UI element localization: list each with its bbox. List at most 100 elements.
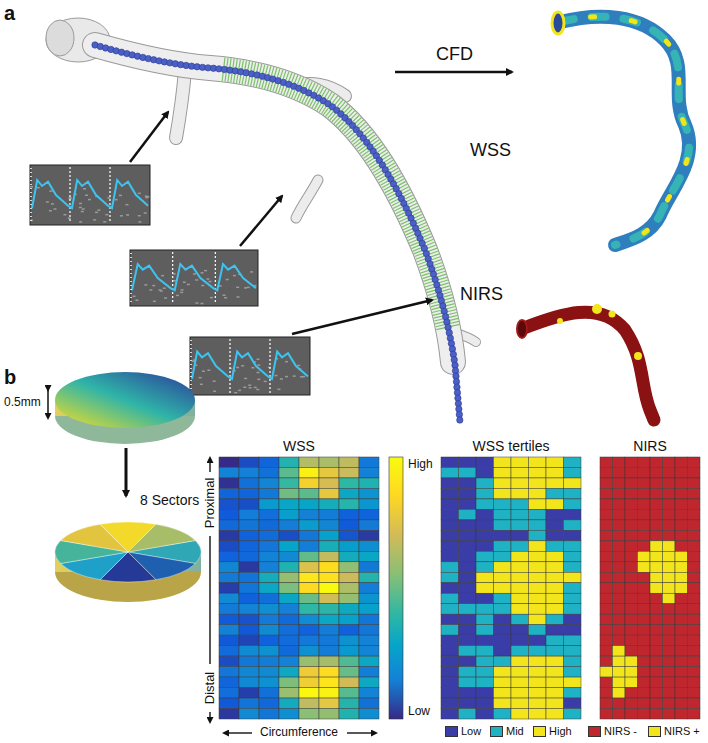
speckle [254, 387, 257, 389]
nirs-cell [625, 709, 638, 719]
wss-cell [339, 709, 359, 719]
wss-cell [339, 583, 359, 593]
wss-cell [319, 530, 339, 540]
wss-cell [259, 478, 279, 488]
nirs-cell [675, 614, 688, 624]
tertile-cell [529, 593, 547, 603]
nirs-cell [613, 478, 626, 488]
axis-label: Proximal [203, 478, 218, 529]
axis-label: Distal [203, 672, 218, 705]
nirs-cell [675, 488, 688, 498]
nirs-cell [638, 698, 651, 708]
speckle [97, 209, 100, 211]
tertile-cell [441, 604, 459, 614]
mesh-ring [376, 165, 397, 177]
tertile-cell [546, 604, 564, 614]
tertile-cell [511, 499, 529, 509]
wss-cell [279, 562, 299, 572]
wss-cell [219, 520, 239, 530]
nirs-cell [625, 583, 638, 593]
legend-entry: NIRS + [648, 725, 700, 737]
tertile-cell [546, 509, 564, 519]
sector-disk [55, 522, 201, 602]
nirs-cell [625, 656, 638, 666]
mesh-ring [314, 89, 326, 110]
mesh-ring [309, 86, 320, 107]
nirs-cell [675, 509, 688, 519]
tertile-cell [546, 583, 564, 593]
tertile-cell [441, 541, 459, 551]
tertile-cell [441, 467, 459, 477]
wss-cell [239, 698, 259, 708]
legend-text: Low [461, 725, 481, 737]
nirs-cell [600, 467, 613, 477]
tertile-cell [459, 614, 477, 624]
wss-cell [259, 457, 279, 467]
tertile-cell [459, 488, 477, 498]
nirs-cell [650, 572, 663, 582]
tertile-cell [476, 677, 494, 687]
nirs-cell [688, 709, 701, 719]
wss-cell [239, 688, 259, 698]
tertile-cell [476, 572, 494, 582]
tertile-cell [441, 688, 459, 698]
wss-cell [299, 604, 319, 614]
speckle [250, 271, 253, 273]
wss-cell [279, 635, 299, 645]
colorbar-label: High [408, 458, 433, 472]
wss-cell [339, 499, 359, 509]
wss-cell [239, 604, 259, 614]
tertile-cell [529, 488, 547, 498]
speckle [180, 292, 183, 294]
legend-swatch [445, 726, 458, 737]
tertile-cell [564, 488, 582, 498]
wss-cell [339, 572, 359, 582]
speckle [233, 275, 236, 277]
tertile-cell [546, 572, 564, 582]
tertile-cell [511, 541, 529, 551]
wss-cell [319, 656, 339, 666]
tertile-cell [494, 530, 512, 540]
panel-letter: a [4, 2, 15, 25]
wss-cell [319, 499, 339, 509]
wss-cell [239, 530, 259, 540]
nirs-cell [638, 551, 651, 561]
tertile-cell [459, 478, 477, 488]
nirs-cell [613, 656, 626, 666]
nirs-cell [638, 614, 651, 624]
speckle [119, 195, 122, 197]
nirs-cell [688, 488, 701, 498]
nirs-cell [675, 688, 688, 698]
wss-cell [319, 488, 339, 498]
nirs-cell [663, 488, 676, 498]
speckle [236, 287, 239, 289]
wss-cell [339, 530, 359, 540]
speckle [115, 199, 118, 201]
nirs-cell [625, 677, 638, 687]
wss-cell [239, 635, 259, 645]
tertile-cell [441, 656, 459, 666]
nirs-cell [663, 604, 676, 614]
wss-cell [259, 499, 279, 509]
speckle [125, 204, 128, 206]
nirs-cell [638, 593, 651, 603]
tertile-cell [476, 656, 494, 666]
wss-cell [259, 572, 279, 582]
nirs-cell [638, 499, 651, 509]
nirs-cell [600, 667, 613, 677]
wss-cell [219, 635, 239, 645]
tertile-cell [511, 635, 529, 645]
nirs-cell [613, 499, 626, 509]
tertile-cell [546, 698, 564, 708]
beat-marker [269, 339, 270, 393]
nirs-cell [638, 604, 651, 614]
tertile-cell [511, 551, 529, 561]
nirs-cell [613, 467, 626, 477]
nirs-cell [638, 625, 651, 635]
speckle [88, 199, 91, 201]
map-title: WSS [283, 438, 315, 454]
tertile-cell [564, 572, 582, 582]
nirs-cell [663, 572, 676, 582]
wss-cell [299, 625, 319, 635]
wss-cell [339, 604, 359, 614]
